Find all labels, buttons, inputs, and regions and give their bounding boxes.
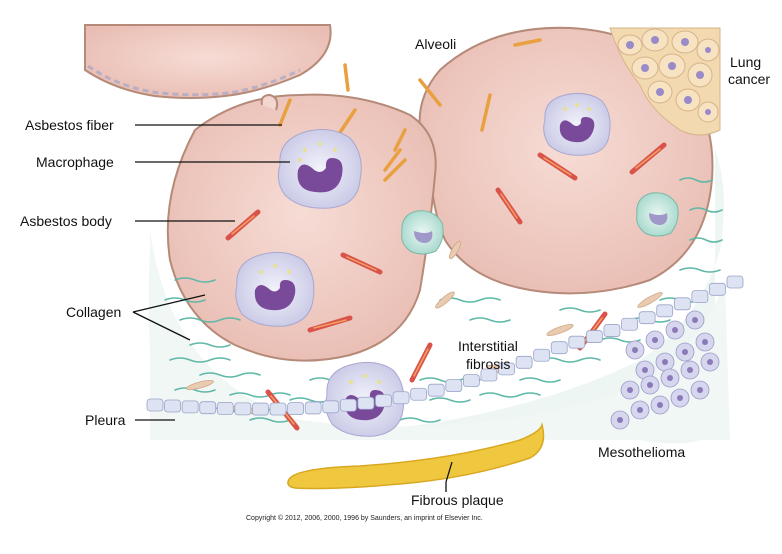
- copyright-notice: Copyright © 2012, 2006, 2000, 1996 by Sa…: [246, 515, 483, 522]
- pleura-cell-layer: [146, 275, 744, 416]
- label-mesothelioma: Mesothelioma: [598, 444, 686, 460]
- label-collagen: Collagen: [66, 304, 122, 320]
- alveolus-left: [166, 93, 437, 362]
- asbestos-fibers: [278, 38, 542, 182]
- label-lung-cancer-line2: cancer: [728, 71, 771, 87]
- mesothelioma-nucleus: [692, 317, 698, 323]
- mesothelioma-nucleus: [657, 402, 663, 408]
- pleura-cell: [656, 304, 674, 318]
- pleura-cell: [673, 297, 691, 311]
- pleura-cell: [462, 374, 480, 387]
- mesothelioma-nucleus: [662, 359, 668, 365]
- pleura-cell: [164, 399, 181, 413]
- pleura-cell: [304, 401, 322, 415]
- pleura-cell: [533, 348, 551, 362]
- pleura-cell: [726, 275, 744, 289]
- label-interstitial-line1: Interstitial: [458, 338, 518, 354]
- mesothelioma-nucleus: [627, 387, 633, 393]
- macrophage-cells: [235, 93, 611, 437]
- pleura-cell: [146, 398, 164, 412]
- pleura-cell: [603, 324, 621, 337]
- label-fibrous-plaque: Fibrous plaque: [411, 492, 504, 508]
- lung-cancer-cluster: [609, 27, 721, 136]
- mesothelioma-nucleus: [682, 349, 688, 355]
- pleura-cell: [498, 362, 515, 376]
- mesothelioma-nucleus: [617, 417, 623, 423]
- label-macrophage: Macrophage: [36, 154, 114, 170]
- label-lung-cancer-line1: Lung: [730, 54, 762, 70]
- pleura-cell: [357, 396, 375, 410]
- pleura-cell: [392, 391, 410, 405]
- pleura-cell: [621, 317, 638, 331]
- mesothelioma-nucleus: [642, 367, 648, 373]
- pleura-cell: [445, 379, 463, 393]
- pleura-cell: [252, 402, 269, 416]
- mesothelioma-nucleus: [702, 339, 708, 345]
- pleura-cell: [585, 330, 603, 343]
- mesothelioma-nucleus: [687, 367, 693, 373]
- mesothelioma-nucleus: [667, 375, 673, 381]
- pleura-cell: [691, 290, 709, 304]
- pleura-cell: [550, 341, 568, 355]
- asbestos-bodies: [225, 142, 667, 431]
- leader-lines: [132, 124, 453, 492]
- label-asbestos-body: Asbestos body: [20, 213, 112, 229]
- mesothelioma-nucleus: [632, 347, 638, 353]
- pleura-cell: [410, 387, 428, 401]
- pleura-cell: [638, 311, 656, 325]
- pleura-cell: [709, 282, 726, 296]
- label-asbestos-fiber: Asbestos fiber: [25, 117, 114, 133]
- pleura-cell: [427, 383, 445, 397]
- mesothelioma-nucleus: [637, 407, 643, 413]
- pleura-cell: [375, 394, 392, 408]
- mesothelioma-nucleus: [697, 387, 703, 393]
- pleura-cell: [269, 402, 287, 416]
- pleura-cell: [568, 335, 586, 349]
- pleura-cell: [234, 402, 252, 416]
- pleura-cell: [181, 400, 199, 414]
- mesothelioma-nucleus: [707, 359, 713, 365]
- pleura-cell: [515, 355, 533, 369]
- pleura-cell: [287, 402, 305, 416]
- mesothelioma-nucleus: [652, 337, 658, 343]
- fibrous-plaque: [287, 422, 545, 490]
- pleura-cell: [216, 401, 234, 415]
- alveolus-top-left: [84, 24, 332, 99]
- pleura-cell: [480, 368, 498, 382]
- label-interstitial-line2: fibrosis: [466, 356, 511, 372]
- label-alveoli: Alveoli: [415, 36, 457, 52]
- pleura-cell: [322, 400, 340, 414]
- mesothelioma-nucleus: [672, 327, 678, 333]
- mesothelioma-nucleus: [647, 382, 653, 388]
- mesothelioma-cluster: [610, 310, 720, 430]
- pleura-cell: [199, 401, 217, 415]
- label-pleura: Pleura: [85, 412, 126, 428]
- mesothelioma-nucleus: [677, 395, 683, 401]
- interstitial-cells: [401, 192, 679, 255]
- pleura-cell: [339, 398, 357, 412]
